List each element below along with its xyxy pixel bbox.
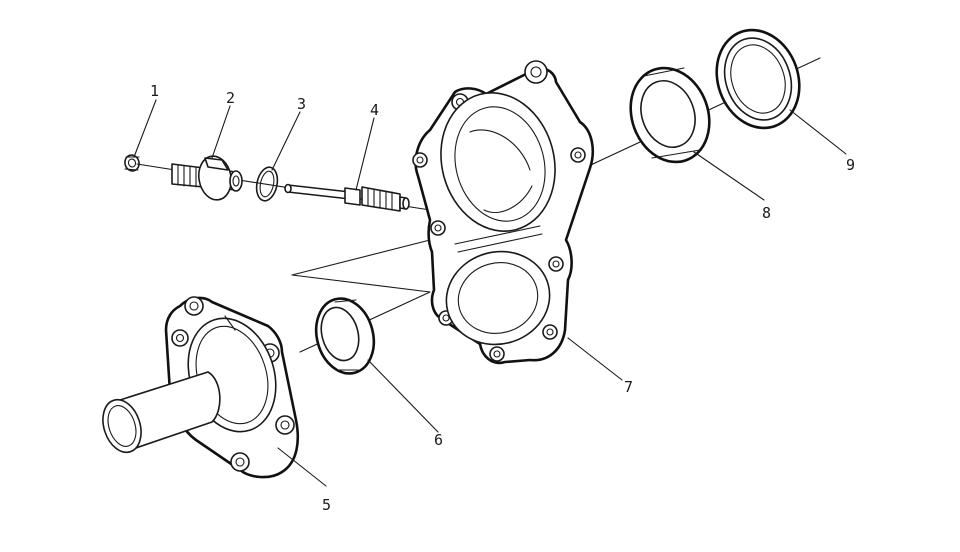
callout-3: 3 bbox=[297, 95, 306, 113]
part-3-o-ring bbox=[255, 166, 279, 202]
callout-2: 2 bbox=[226, 89, 235, 107]
callout-1: 1 bbox=[150, 82, 159, 100]
part-7-housing bbox=[412, 60, 594, 365]
callout-9: 9 bbox=[846, 156, 855, 174]
part-4-shaft bbox=[284, 183, 410, 212]
callout-8: 8 bbox=[762, 204, 771, 222]
leader-lines bbox=[133, 99, 847, 487]
callout-7: 7 bbox=[624, 378, 633, 396]
callout-labels: 1 2 3 4 5 6 7 8 9 bbox=[150, 82, 855, 514]
part-9-seal bbox=[715, 28, 801, 130]
part-5-flanged-cover bbox=[102, 296, 300, 479]
part-1-nut bbox=[124, 154, 140, 172]
part-2-threaded-sleeve bbox=[171, 155, 243, 201]
part-6-seal bbox=[314, 297, 376, 375]
callout-5: 5 bbox=[322, 496, 331, 514]
callout-6: 6 bbox=[434, 431, 443, 449]
callout-4: 4 bbox=[370, 101, 379, 119]
part-8-bearing bbox=[629, 66, 711, 164]
